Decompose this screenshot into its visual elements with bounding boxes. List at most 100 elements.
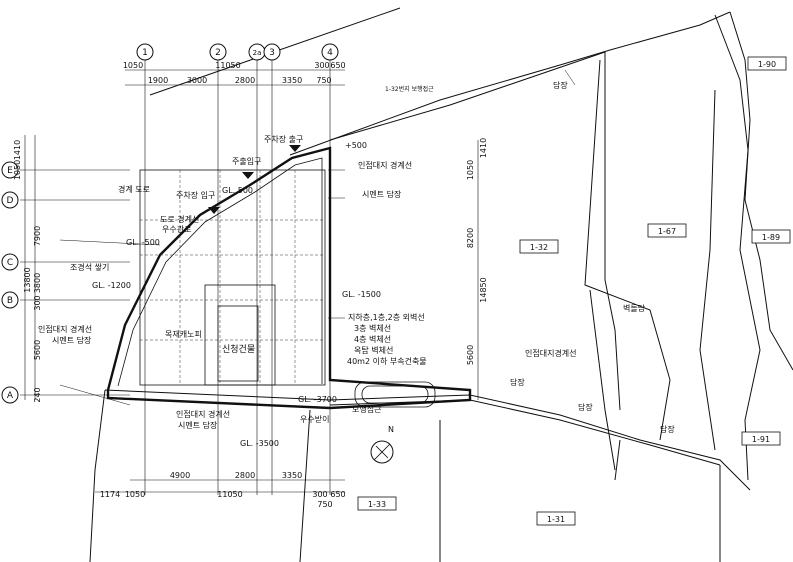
dim-left-5: 5600	[33, 340, 42, 360]
marker-parking-exit	[289, 145, 301, 152]
lot-1-89: 1-89	[762, 233, 780, 242]
grid-bubble-3	[263, 43, 281, 61]
dim-top2-4: 750	[316, 76, 331, 85]
label-existing-sign: 경계 도로	[118, 184, 150, 194]
dim-top2-3: 3350	[282, 76, 302, 85]
annotations: 경계 도로 1-32번지 보행접근 담장 주차장 출구 +500 인접대지 경계…	[38, 80, 675, 448]
grid-bubbles-top: 1 2 2a 3 4	[136, 43, 339, 61]
lot-bottom-right	[614, 439, 621, 481]
site-outline-thick	[106, 146, 472, 410]
dim-right-3: 14850	[479, 277, 488, 302]
label-neighbor-wall: 인접대지경계선	[525, 348, 577, 358]
site-outline-inner	[117, 157, 323, 387]
grid-label-A: A	[7, 391, 14, 401]
label-cement-wall-left: 시멘트 담장	[52, 335, 92, 345]
dim-top2-1: 3000	[187, 76, 207, 85]
dim-right-2: 8200	[466, 228, 475, 248]
label-main-entrance: 주출입구	[232, 156, 261, 166]
label-bldg-line: 인접대지 경계선	[38, 324, 92, 334]
dim-bot2-0: 1174	[100, 490, 120, 499]
dim-bot2-1: 1050	[125, 490, 145, 499]
inner-grid-lines	[140, 170, 325, 385]
site-boundary	[106, 146, 472, 410]
road-bottom-line	[104, 389, 751, 491]
label-cement-wall-right: 시멘트 담장	[362, 189, 402, 199]
grid-bubble-C	[1, 253, 19, 271]
lot-box-1-31	[536, 511, 576, 526]
label-wall-bottom: 담장	[510, 377, 525, 387]
label-gl-500: GL. 500	[222, 186, 253, 195]
lot-1-33: 1-33	[368, 500, 386, 509]
leader-5	[59, 384, 131, 406]
label-rain-gutter: 우수관로	[162, 224, 191, 234]
road-top-line-2	[329, 51, 606, 141]
grid-axes	[20, 60, 479, 495]
dim-right-0: 1410	[479, 138, 488, 158]
dim-top2-0: 1900	[148, 76, 168, 85]
dim-bot1-2: 3350	[282, 471, 302, 480]
right-lot-boundary	[729, 11, 793, 371]
grid-label-3: 3	[269, 48, 275, 58]
label-wall-top: 담장	[553, 80, 568, 90]
label-lot-area: 신청건물	[222, 344, 255, 355]
dimensions-left: 1410 1050 7900 3800 300 5600 240 13800	[13, 140, 42, 403]
compass-north: N	[388, 425, 394, 434]
label-planting: 조경석 쌓기	[70, 262, 109, 272]
compass-icon: N	[370, 425, 394, 464]
grid-bubble-D	[1, 191, 19, 209]
dim-top2-2: 2800	[235, 76, 255, 85]
dim-left-total: 13800	[23, 267, 32, 292]
grid-label-2: 2	[215, 48, 221, 58]
lot-67-line	[604, 52, 621, 411]
lot-line-c	[699, 89, 716, 451]
grid-label-1: 1	[142, 48, 148, 58]
label-note4: 옥탑 벽체선	[354, 345, 393, 355]
label-parking-exit: 주차장 출구	[264, 134, 303, 144]
lot-box-1-91	[741, 431, 781, 446]
grid-bubble-A	[1, 386, 19, 404]
annex-inner	[361, 385, 429, 404]
dim-right-4: 5600	[466, 345, 475, 365]
dim-bot1-1: 2800	[235, 471, 255, 480]
lot-box-1-33	[357, 496, 397, 511]
lot-box-1-90	[747, 56, 787, 71]
lot-1-31: 1-31	[547, 515, 565, 524]
label-site-boundary-b: 인접대지 경계선	[176, 409, 230, 419]
grid-label-C: C	[7, 258, 13, 268]
label-brick-wall: 벽돌담	[623, 303, 646, 313]
grid-label-2a: 2a	[253, 49, 262, 57]
dim-bot3-0: 750	[317, 500, 332, 509]
label-entrance-canopy: 목재캐노피	[165, 330, 202, 339]
right-lot-boundary-2	[714, 14, 761, 481]
leader-6	[564, 69, 576, 86]
label-gl-plus500: +500	[345, 141, 367, 150]
dim-left-6: 240	[33, 387, 42, 402]
entrance-markers	[208, 145, 301, 214]
dimensions-top: 1050 11050 300 650 1900 3000 2800 3350 7…	[123, 61, 346, 85]
label-wall-right-low: 담장	[578, 402, 593, 412]
dim-left-4: 300	[33, 295, 42, 310]
dim-left-3: 3800	[33, 273, 42, 293]
leader-4	[59, 239, 161, 246]
dim-top1-1: 11050	[215, 61, 240, 70]
lot-box-1-67	[647, 223, 687, 238]
dim-top1-0: 1050	[123, 61, 143, 70]
building-core	[204, 284, 276, 386]
lot-1-90: 1-90	[758, 60, 776, 69]
annex-structure	[354, 381, 436, 408]
lot-1-67: 1-67	[658, 227, 676, 236]
road-top-line	[289, 11, 731, 156]
grid-bubble-2	[209, 43, 227, 61]
label-bottom-wall-right: 담장	[660, 424, 675, 434]
label-note5: 40m2 이하 부속건축물	[347, 356, 427, 366]
label-gl-minus500: GL. -500	[126, 238, 160, 247]
lot-box-1-89	[751, 229, 791, 244]
dim-left-2: 7900	[33, 226, 42, 246]
dim-bot2-4: 650	[330, 490, 345, 499]
lot-labels	[357, 56, 791, 526]
grid-label-D: D	[7, 196, 14, 206]
lot-box-1-32	[519, 239, 559, 254]
label-walk-access: 보행접근	[352, 404, 381, 414]
